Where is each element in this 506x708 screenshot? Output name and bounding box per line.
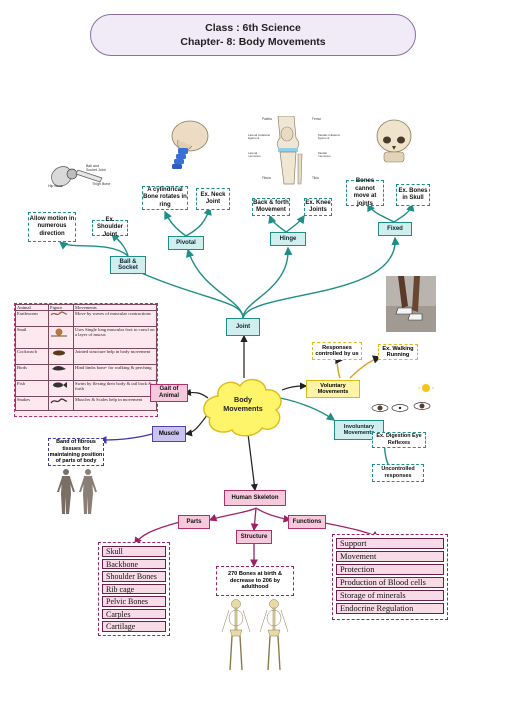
snail-icon — [48, 326, 74, 350]
parts-item: Shoulder Bones — [102, 571, 166, 582]
functions-item: Movement — [336, 551, 444, 562]
skull-illustration — [376, 119, 412, 163]
tibia-label: Tibia — [312, 176, 319, 180]
fish-icon — [48, 380, 74, 398]
hip-joint-illustration — [51, 166, 103, 187]
gait-movement: Jointed structure help in body movement — [73, 348, 157, 366]
muscle-desc: Band of fibrous tissues for maintaining … — [48, 438, 104, 466]
parts-item: Skull — [102, 546, 166, 557]
voluntary-example: Ex. Walking Running — [378, 344, 418, 360]
center-cloud — [203, 379, 282, 437]
chapter-title: Chapter- 8: Body Movements — [180, 36, 326, 48]
gait-movement: Move by waves of muscular contractions — [73, 310, 157, 328]
gait-animal: Earthworm — [15, 310, 49, 328]
class-title: Class : 6th Science — [205, 22, 301, 34]
skeleton-node: Human Skeleton — [224, 490, 286, 506]
voluntary-desc: Responses controlled by us — [312, 342, 362, 360]
title-box: Class : 6th Science Chapter- 8: Body Mov… — [90, 14, 416, 56]
thigh-bone-label: Thigh Bone — [92, 182, 111, 186]
gait-animal: Cockroach — [15, 348, 49, 366]
cockroach-icon — [48, 348, 74, 366]
functions-list: Support Movement Protection Production o… — [332, 534, 448, 620]
muscle-figures-illustration — [57, 469, 97, 514]
parts-item: Cartilage — [102, 621, 166, 632]
gait-animal: Snakes — [15, 396, 49, 412]
hinge-example: Ex. Knee Joints — [304, 198, 332, 216]
functions-item: Storage of minerals — [336, 590, 444, 601]
snake-icon — [48, 396, 74, 412]
neck-skull-illustration — [171, 120, 209, 169]
medial-meniscus-label: Medial meniscus — [318, 151, 331, 159]
gait-movement: Uses Single long muscular foot to crawl … — [73, 326, 157, 350]
voluntary-node: Voluntary Movements — [306, 380, 360, 398]
gait-movement: Muscles & Scales help in movement — [73, 396, 157, 412]
femur-label: Femur — [312, 117, 322, 121]
gait-movement: Swim by flexing their body & tail back &… — [73, 380, 157, 398]
functions-node: Functions — [288, 515, 326, 529]
pivotal-desc: A cylindrical Bone rotates in ring — [142, 186, 188, 210]
hinge-node: Hinge — [270, 232, 306, 246]
functions-item: Production of Blood cells — [336, 577, 444, 588]
hip-bone-label: Hip Bone — [48, 184, 63, 188]
center-topic: Body Movements — [223, 395, 263, 413]
involuntary-desc: Uncontrolled responses — [372, 464, 424, 482]
gait-movement: Hind limbs bone- for walking & perching — [73, 364, 157, 382]
knee-illustration — [276, 116, 303, 185]
ball-socket-example: Ex. Shoulder Joint — [92, 217, 128, 238]
parts-item: Backbone — [102, 558, 166, 569]
lcl-label: Lateral collateral ligament — [248, 133, 271, 141]
involuntary-node: Involuntary Movements — [334, 420, 384, 440]
structure-node: Structure — [236, 530, 272, 544]
fixed-example: Ex. Bones in Skull — [396, 184, 430, 206]
functions-item: Protection — [336, 564, 444, 575]
pivotal-node: Pivotal — [168, 236, 204, 250]
gait-animal: Birds — [15, 364, 49, 382]
earthworm-icon — [48, 310, 74, 328]
parts-item: Carples — [102, 608, 166, 619]
patella-label: Patella — [262, 117, 272, 121]
parts-item: Pelvic Bones — [102, 596, 166, 607]
structure-desc: 270 Bones at birth & decrease to 206 by … — [216, 566, 294, 596]
pivotal-example: Ex. Neck Joint — [196, 188, 230, 210]
muscle-node: Muscle — [152, 426, 186, 442]
gait-animal: Snail — [15, 326, 49, 350]
eye-reflex-illustration — [371, 384, 434, 412]
ball-socket-desc: Allow motion in numerous direction — [28, 212, 76, 242]
hinge-desc: Back & forth Movement — [252, 198, 290, 216]
skeleton-illustration — [221, 599, 289, 671]
ball-socket-node: Ball & Socket — [110, 256, 146, 274]
functions-item: Endocrine Regulation — [336, 603, 444, 614]
gait-header-movements: Movements — [73, 303, 157, 312]
functions-item: Support — [336, 538, 444, 549]
gait-node: Gait of Animal — [150, 384, 188, 402]
gait-animal: Fish — [15, 380, 49, 398]
bird-icon — [48, 364, 74, 382]
involuntary-example: Ex. Digestion Eye Reflexes — [372, 432, 426, 448]
fixed-desc: Bones cannot move at joints — [346, 178, 384, 207]
ball-joint-label: Ball and Socket Joint — [86, 164, 106, 172]
running-photo — [386, 276, 436, 332]
fixed-node: Fixed — [378, 222, 412, 236]
lateral-meniscus-label: Lateral meniscus — [248, 151, 261, 159]
fibula-label: Fibula — [262, 176, 271, 180]
parts-list: Skull Backbone Shoulder Bones Rib cage P… — [98, 542, 170, 636]
parts-item: Rib cage — [102, 583, 166, 594]
joint-node: Joint — [226, 318, 260, 336]
parts-node: Parts — [178, 515, 210, 529]
mcl-label: Medial collateral ligament — [318, 133, 340, 141]
